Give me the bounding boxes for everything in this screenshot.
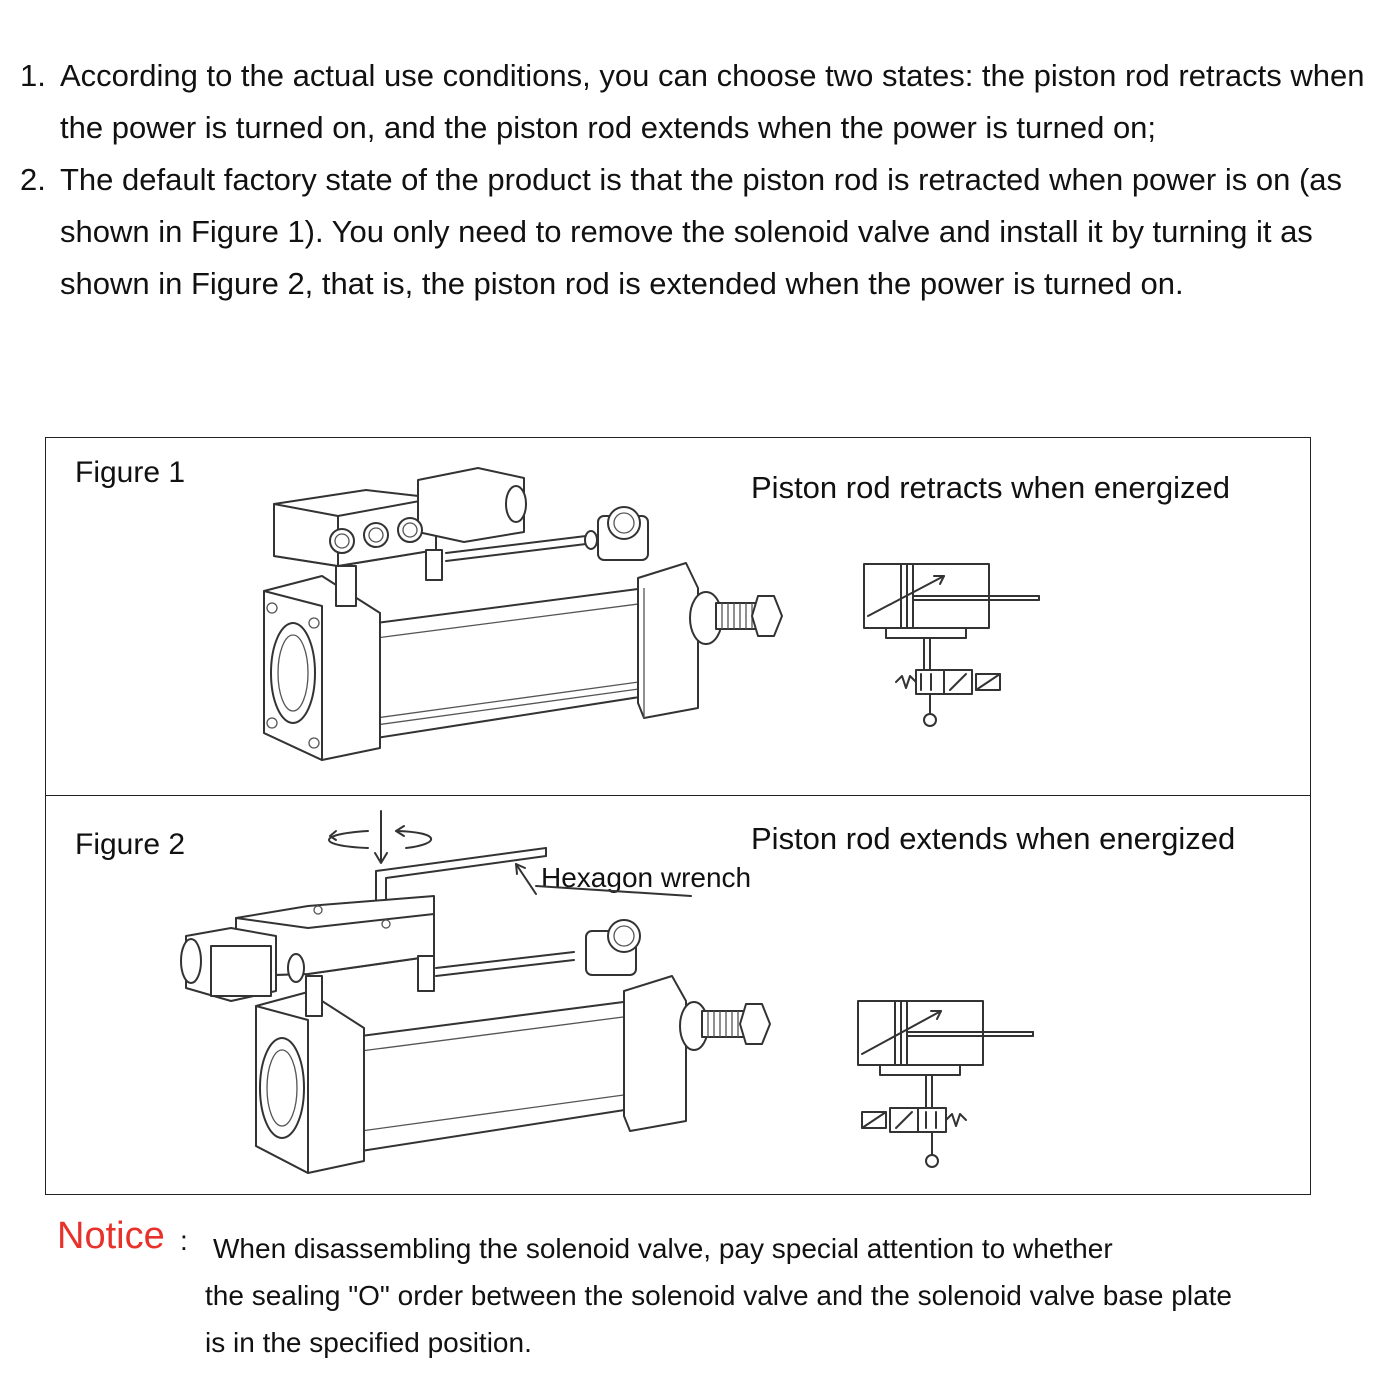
figure-1-label: Figure 1 xyxy=(75,456,186,489)
cylinder-body xyxy=(360,1000,632,1152)
notice-text: When disassembling the solenoid valve, p… xyxy=(205,1225,1385,1366)
piston-rod xyxy=(689,591,783,645)
cylinder-drawing-2 xyxy=(180,810,1034,1174)
figure-1-caption: Piston rod retracts when energized xyxy=(751,470,1231,505)
front-end-cap xyxy=(637,562,699,719)
rotation-arrows-icon xyxy=(328,810,432,864)
notice-colon: : xyxy=(180,1225,188,1256)
tie-rod xyxy=(445,506,649,562)
notice-title: Notice xyxy=(57,1215,165,1257)
notice-line: is in the specified position. xyxy=(205,1327,532,1358)
figure-2-panel: Figure 2 Piston rod extends when energiz… xyxy=(45,795,1311,1195)
rear-end-cap xyxy=(263,575,381,761)
piston-rod xyxy=(679,1001,771,1051)
instruction-item: 1. According to the actual use condition… xyxy=(20,50,1395,154)
instruction-item: 2. The default factory state of the prod… xyxy=(20,154,1395,310)
pneumatic-schematic-2 xyxy=(857,1000,1034,1168)
notice-line: When disassembling the solenoid valve, p… xyxy=(213,1233,1113,1264)
instruction-text: The default factory state of the product… xyxy=(60,162,1343,301)
tie-rod xyxy=(435,919,641,977)
notice-line: the sealing "O" order between the soleno… xyxy=(205,1280,1233,1311)
instruction-number: 2. xyxy=(20,162,46,197)
figure-2-label: Figure 2 xyxy=(75,828,186,861)
rear-end-cap xyxy=(255,991,365,1174)
figure-1-panel: Figure 1 Piston rod retracts when energi… xyxy=(45,437,1311,797)
instruction-number: 1. xyxy=(20,58,46,93)
figure-2-caption: Piston rod extends when energized xyxy=(751,821,1236,856)
cylinder-drawing-1 xyxy=(263,467,1040,761)
pneumatic-schematic-1 xyxy=(863,563,1040,727)
instruction-text: According to the actual use conditions, … xyxy=(60,58,1365,145)
solenoid-valve xyxy=(180,895,435,1017)
solenoid-valve xyxy=(273,467,527,607)
front-end-cap xyxy=(623,975,687,1132)
cylinder-body xyxy=(375,587,647,739)
instructions-list: 1. According to the actual use condition… xyxy=(20,50,1395,310)
